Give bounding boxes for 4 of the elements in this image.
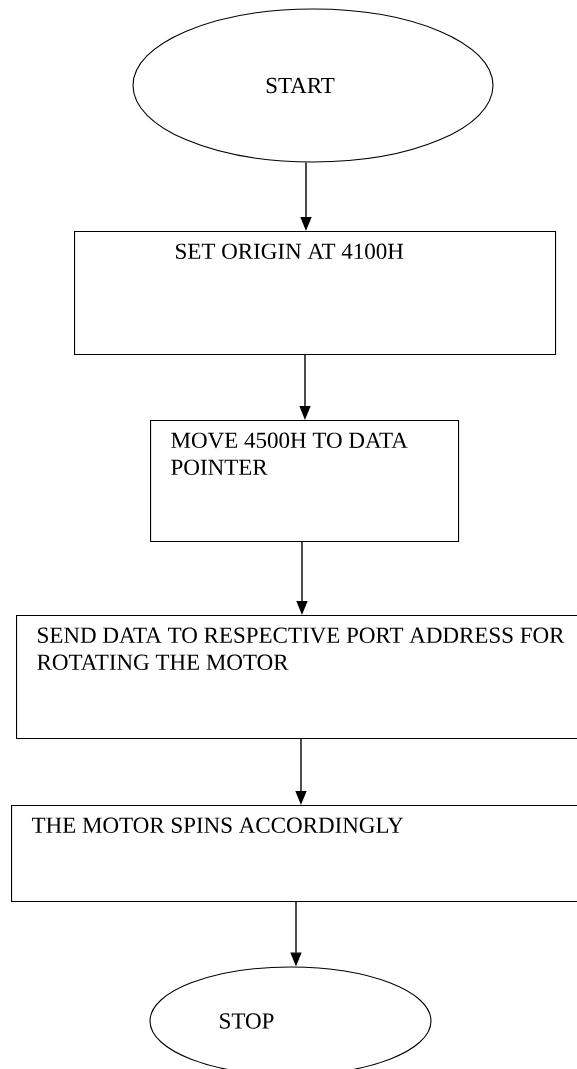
process-box: SEND DATA TO RESPECTIVE PORT ADDRESS FOR ROTATING THE MOTOR bbox=[16, 615, 577, 740]
process-box: SET ORIGIN AT 4100H bbox=[74, 231, 557, 356]
process-box: THE MOTOR SPINS ACCORDINGLY bbox=[11, 805, 577, 903]
process-box: MOVE 4500H TO DATA POINTER bbox=[150, 420, 460, 543]
